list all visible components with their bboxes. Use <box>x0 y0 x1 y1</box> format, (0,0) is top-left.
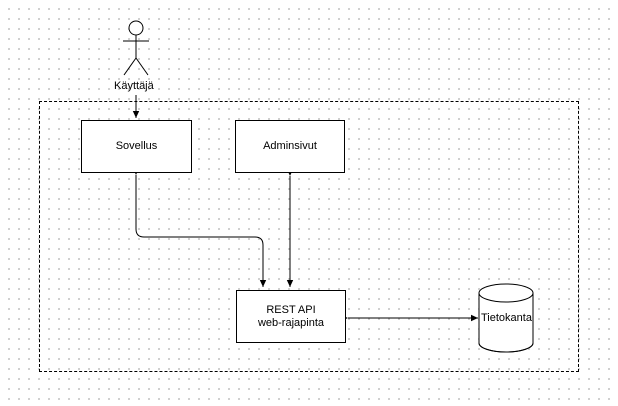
rest-api-node[interactable]: REST API web-rajapinta <box>236 290 346 343</box>
rest-api-title: REST API <box>266 303 316 316</box>
edge-sovellus-rest-api <box>132 168 267 287</box>
sovellus-label: Sovellus <box>115 140 158 152</box>
system-boundary <box>39 101 579 372</box>
database-cylinder-icon <box>478 283 534 353</box>
tietokanta-label[interactable]: Tietokanta <box>481 312 532 324</box>
adminsivut-node[interactable]: Adminsivut <box>235 120 345 173</box>
rest-api-subtitle: web-rajapinta <box>257 316 325 329</box>
sovellus-node[interactable]: Sovellus <box>81 120 192 173</box>
user-actor-icon <box>123 20 149 76</box>
adminsivut-label: Adminsivut <box>263 140 317 152</box>
actor-label: Käyttäjä <box>114 80 154 92</box>
